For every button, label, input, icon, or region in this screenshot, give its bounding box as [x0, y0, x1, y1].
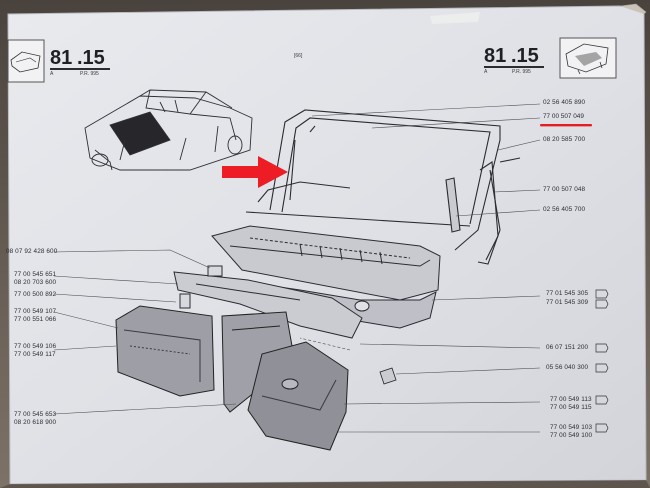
part-number-label: 08 07 92 428 600 — [6, 248, 58, 255]
part-number-label: 77 01 545 309 — [546, 299, 589, 306]
section-sub-right: .15 — [511, 45, 539, 67]
section-number-right: 81 — [484, 45, 507, 67]
floor-pan-right-drawing — [247, 341, 349, 451]
leader-lines-right — [299, 103, 541, 433]
highlight-underline — [540, 124, 592, 127]
header-ref-left: P.R. 995 — [80, 71, 99, 77]
section-number-left: 81 — [50, 47, 73, 69]
part-number-label: 77 00 545 653 — [14, 411, 57, 418]
part-number-label: 77 00 549 117 — [14, 351, 56, 358]
header-thumbnail-left — [7, 39, 45, 83]
cowl-panel-drawing — [211, 225, 441, 301]
part-number-label-highlighted: 77 00 507 049 — [543, 113, 584, 120]
top-mark: [66] — [294, 53, 303, 59]
windscreen-frame-drawing — [245, 109, 521, 265]
part-number-label: 77 00 549 100 — [550, 432, 593, 439]
header-col-a-right: A — [484, 69, 488, 75]
part-number-label: 77 00 549 107 — [14, 308, 57, 315]
part-number-label: 08 20 618 900 — [14, 419, 57, 426]
part-number-label: 77 00 549 113 — [550, 396, 592, 403]
section-sub-left: .15 — [77, 47, 105, 69]
part-number-label: 77 00 551 066 — [14, 316, 57, 323]
part-number-label: 77 00 545 651 — [14, 271, 57, 278]
part-number-label: 77 00 500 892 — [14, 291, 57, 298]
bolt-symbols — [595, 289, 609, 433]
floor-pan-left-drawing — [115, 305, 215, 397]
part-number-label: 08 20 703 600 — [14, 279, 57, 286]
part-number-label: 77 01 545 305 — [546, 290, 589, 297]
crossmember-drawing — [173, 265, 363, 339]
car-body-illustration — [84, 89, 253, 171]
part-number-label: 77 00 549 115 — [550, 404, 592, 411]
part-number-label: 02 56 405 700 — [543, 206, 586, 213]
part-number-label: 77 00 507 048 — [543, 186, 586, 193]
part-number-label: 08 20 585 700 — [543, 136, 586, 143]
part-number-label: 77 00 549 106 — [14, 343, 57, 350]
red-arrow-pointer — [222, 156, 288, 188]
header-thumbnail-right — [559, 37, 617, 79]
header-ref-right: P.R. 995 — [512, 69, 531, 75]
part-number-label: 06 07 151 200 — [546, 344, 589, 351]
part-number-label: 77 00 549 103 — [550, 424, 593, 431]
part-number-label: 02 56 405 890 — [543, 99, 586, 106]
header-col-a-left: A — [50, 71, 54, 77]
small-bracket-drawing — [379, 367, 397, 385]
leader-lines-left — [53, 249, 237, 415]
part-number-label: 05 56 040 300 — [546, 364, 589, 371]
